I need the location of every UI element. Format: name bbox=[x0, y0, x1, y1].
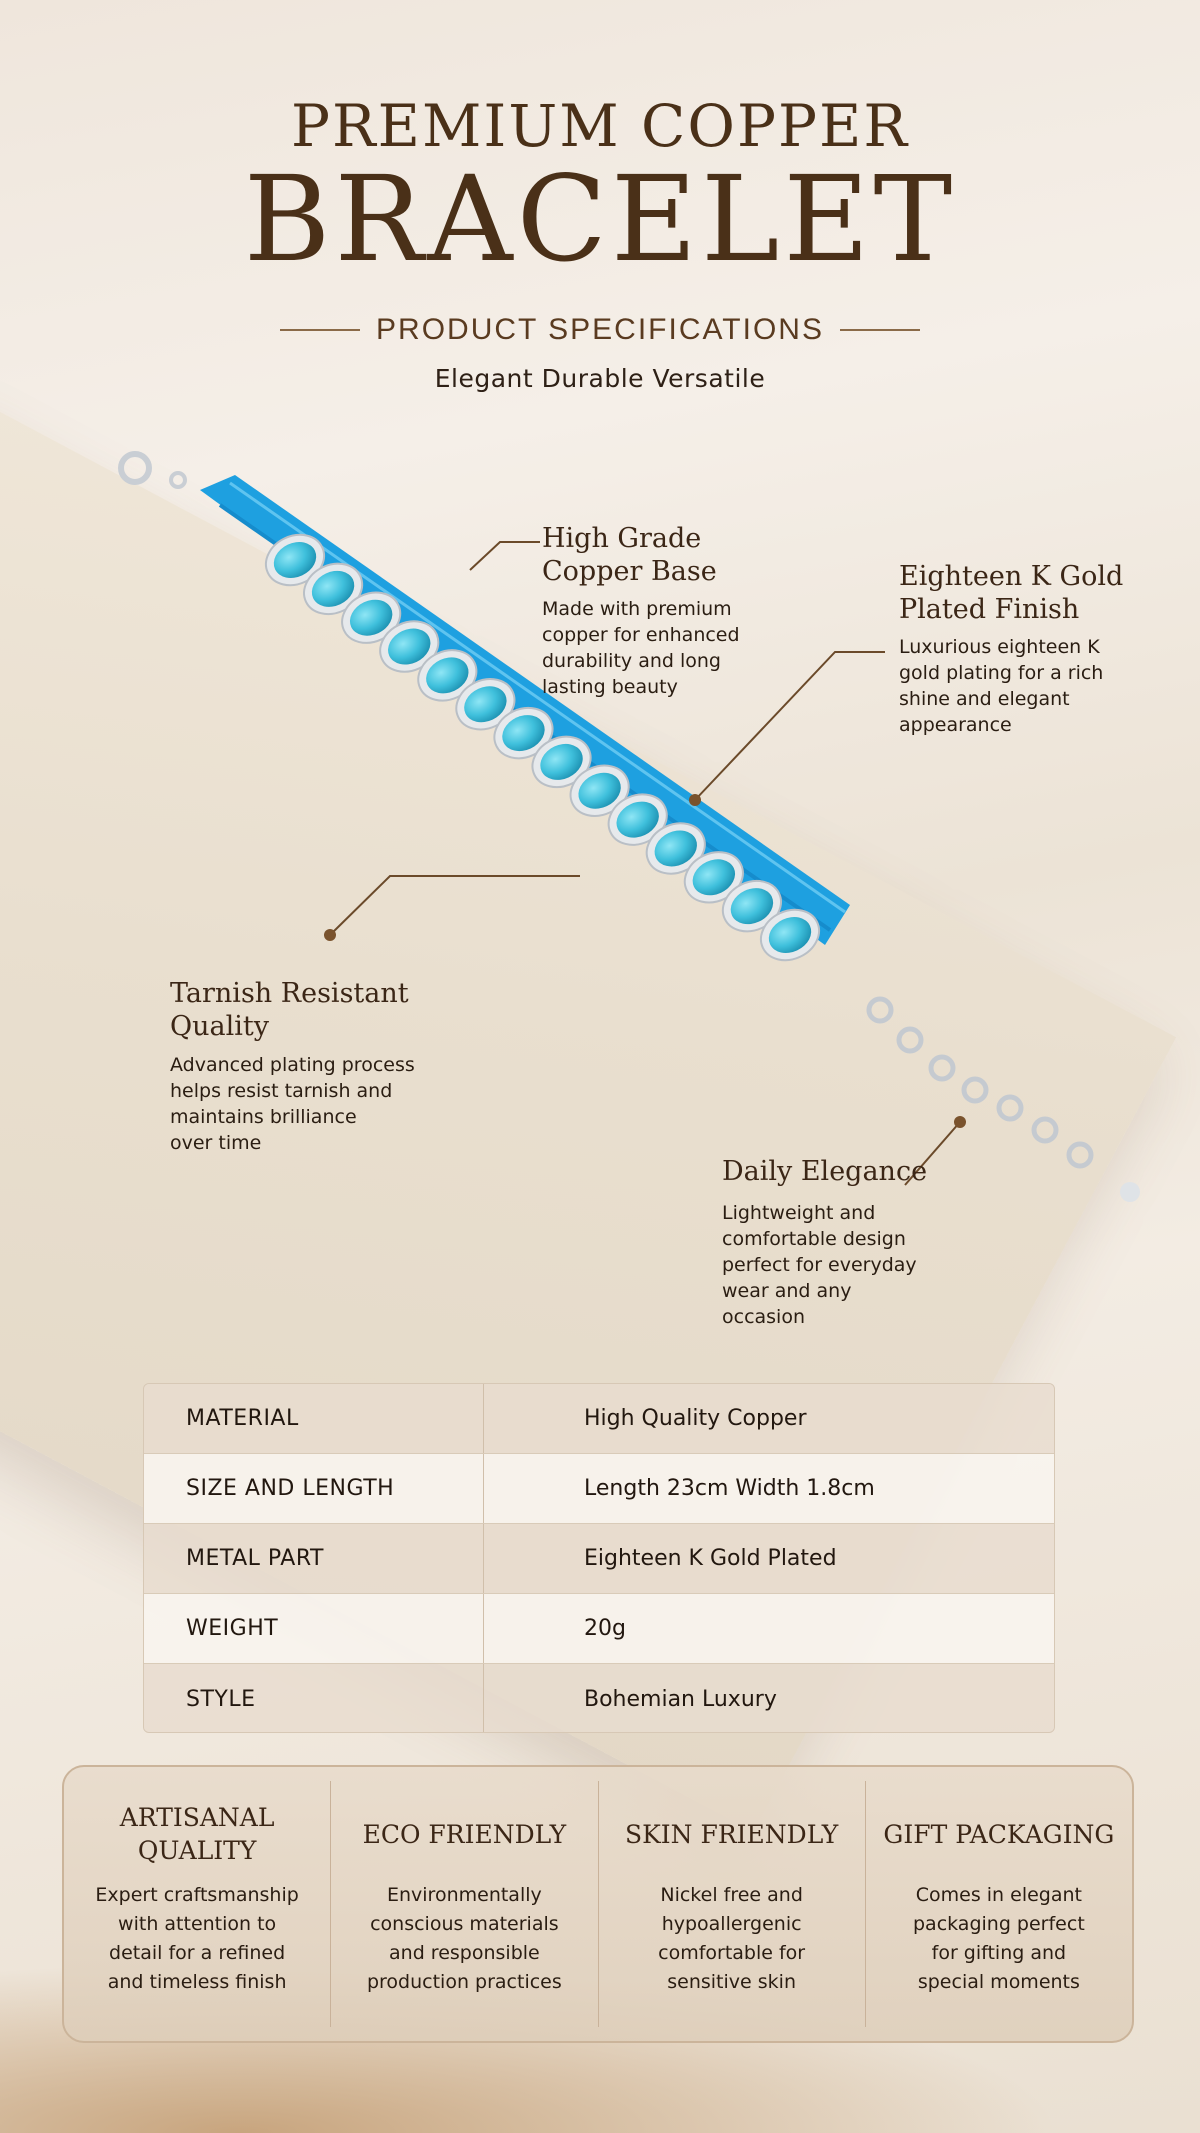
table-row: METAL PART Eighteen K Gold Plated bbox=[144, 1524, 1054, 1594]
title-line-2: BRACELET bbox=[243, 150, 957, 288]
leader-copper-base bbox=[469, 541, 540, 571]
callout-leader-lines bbox=[329, 541, 961, 1186]
title-line-1: PREMIUM COPPER bbox=[290, 92, 910, 160]
table-row: STYLE Bohemian Luxury bbox=[144, 1664, 1054, 1732]
turquoise-stone bbox=[426, 657, 469, 694]
leader-gold-finish bbox=[694, 651, 885, 801]
heading-divider-left bbox=[280, 329, 361, 331]
turquoise-stone bbox=[692, 859, 736, 896]
table-row: SIZE AND LENGTH Length 23cm Width 1.8cm bbox=[144, 1454, 1054, 1524]
turquoise-stones bbox=[264, 533, 821, 962]
spec-key: STYLE bbox=[144, 1664, 484, 1732]
leader-tarnish bbox=[329, 875, 580, 936]
spec-value: Eighteen K Gold Plated bbox=[584, 1546, 837, 1571]
spec-value: 20g bbox=[584, 1616, 626, 1641]
turquoise-stone bbox=[311, 570, 355, 607]
turquoise-stone bbox=[273, 542, 317, 578]
extension-chain bbox=[866, 996, 1140, 1202]
spec-value: Length 23cm Width 1.8cm bbox=[584, 1476, 875, 1501]
heading-divider-right bbox=[839, 329, 920, 331]
turquoise-stone bbox=[768, 917, 812, 953]
feature-title: GIFT PACKAGING bbox=[883, 1819, 1115, 1849]
turquoise-stone bbox=[464, 686, 507, 723]
turquoise-stone bbox=[730, 888, 774, 925]
bracelet-illustration bbox=[118, 451, 1140, 1202]
spec-value: High Quality Copper bbox=[584, 1406, 807, 1431]
lobster-clasp bbox=[118, 451, 187, 489]
turquoise-stone bbox=[654, 830, 697, 867]
turquoise-stone bbox=[349, 599, 393, 636]
spec-value: Bohemian Luxury bbox=[584, 1686, 777, 1712]
specifications-title: PRODUCT SPECIFICATIONS bbox=[376, 313, 824, 346]
table-row: WEIGHT 20g bbox=[144, 1594, 1054, 1664]
table-row: MATERIAL High Quality Copper bbox=[144, 1384, 1054, 1454]
leader-daily bbox=[904, 1121, 961, 1186]
tagline: Elegant Durable Versatile bbox=[434, 364, 766, 393]
spec-key: WEIGHT bbox=[144, 1594, 484, 1663]
feature-title: SKIN FRIENDLY bbox=[625, 1819, 839, 1849]
specifications-table: MATERIAL High Quality Copper SIZE AND LE… bbox=[143, 1383, 1055, 1733]
spec-key: MATERIAL bbox=[144, 1384, 484, 1453]
feature-title: ECO FRIENDLY bbox=[362, 1819, 567, 1849]
callout-title-daily-elegance: Daily Elegance bbox=[722, 1156, 928, 1187]
specifications-heading: PRODUCT SPECIFICATIONS bbox=[280, 310, 920, 350]
callout-dots bbox=[324, 794, 966, 1128]
turquoise-stone bbox=[388, 628, 431, 665]
spec-key: METAL PART bbox=[144, 1524, 484, 1593]
turquoise-stone bbox=[502, 715, 545, 752]
turquoise-stone bbox=[616, 801, 659, 838]
spec-key: SIZE AND LENGTH bbox=[144, 1454, 484, 1523]
turquoise-stone bbox=[540, 743, 583, 780]
turquoise-stone bbox=[578, 772, 621, 809]
